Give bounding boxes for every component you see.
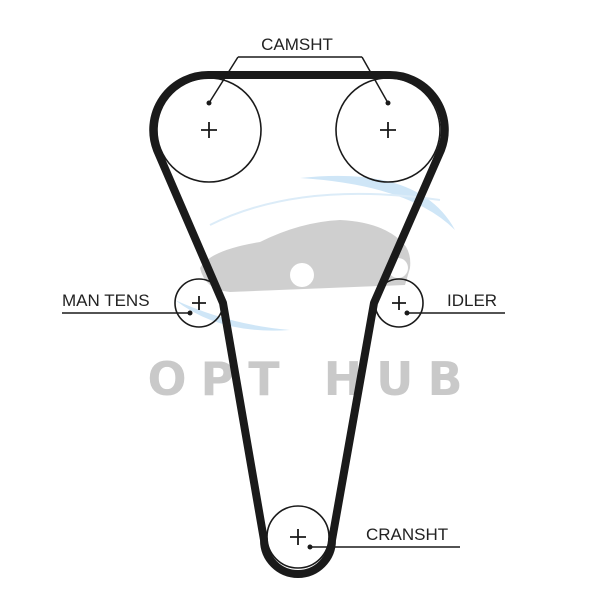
leader-lines xyxy=(62,56,505,548)
leader-dot xyxy=(187,310,193,316)
leader-dot xyxy=(307,544,313,550)
crankshaft-label: CRANSHT xyxy=(366,525,448,544)
watermark-swoosh-top xyxy=(300,175,455,230)
camshaft-label: CAMSHT xyxy=(261,35,333,54)
watermark-text: OPT HUB xyxy=(147,352,476,406)
leader-dot xyxy=(385,100,391,106)
leader-dot xyxy=(404,310,410,316)
plus-icon xyxy=(392,296,406,310)
watermark-swoosh-mid xyxy=(209,192,441,226)
timing-belt xyxy=(149,70,449,578)
idler-label: IDLER xyxy=(447,291,497,310)
watermark-car-silhouette xyxy=(200,220,411,292)
plus-icon xyxy=(192,296,206,310)
watermark-swoosh-bottom xyxy=(175,300,290,331)
plus-icon xyxy=(290,529,306,545)
plus-icon xyxy=(201,122,217,138)
leader-dot xyxy=(206,100,212,106)
camshaft-leader xyxy=(208,56,389,104)
pulley-center-marks xyxy=(192,122,406,545)
plus-icon xyxy=(380,122,396,138)
manual-tensioner-label: MAN TENS xyxy=(62,291,150,310)
watermark-car-wheel xyxy=(290,263,314,287)
watermark-logo: OPT HUB xyxy=(147,175,476,406)
